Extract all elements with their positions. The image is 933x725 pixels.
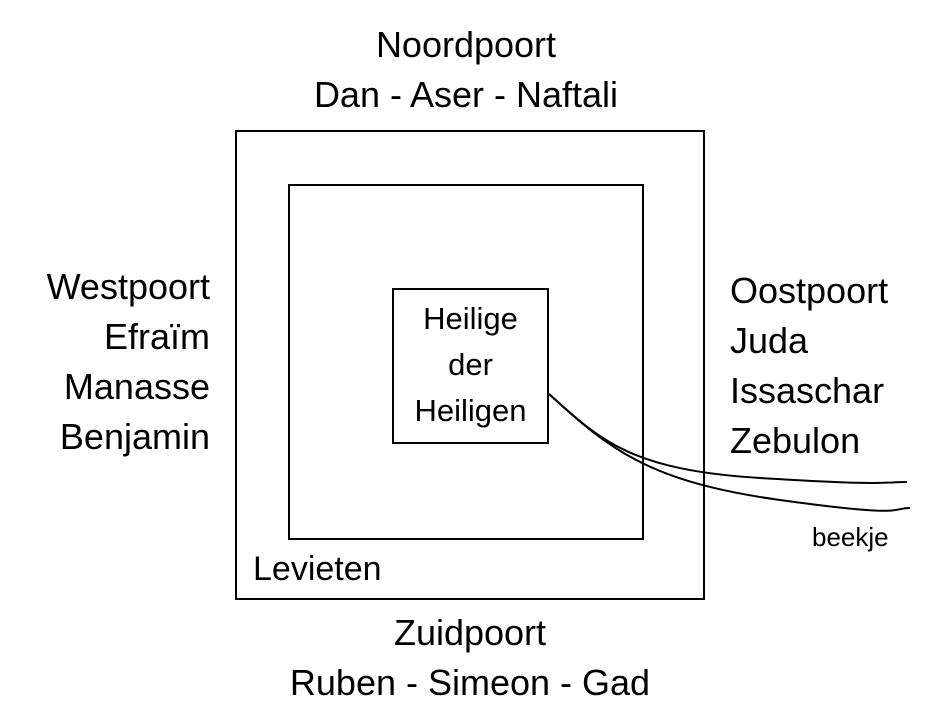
- east-gate-label: Oostpoort Juda Issaschar Zebulon: [730, 266, 933, 466]
- west-tribe-1: Efraïm: [103, 316, 210, 357]
- north-tribes: Dan - Aser - Naftali: [313, 74, 619, 115]
- levites-square: [288, 184, 644, 540]
- north-gate-name: Noordpoort: [375, 24, 557, 65]
- south-gate-name: Zuidpoort: [393, 612, 547, 653]
- east-tribe-3: Zebulon: [730, 420, 861, 461]
- west-gate-name: Westpoort: [46, 266, 210, 307]
- east-gate-name: Oostpoort: [730, 270, 889, 311]
- holy-line-2: der: [448, 347, 493, 382]
- brook-label: beekje: [812, 522, 889, 552]
- west-gate-label: Westpoort Efraïm Manasse Benjamin: [0, 262, 210, 462]
- west-tribe-2: Manasse: [63, 366, 210, 407]
- outer-camp-square: [235, 130, 705, 600]
- levites-label: Levieten: [253, 550, 382, 588]
- north-gate-label: Noordpoort Dan - Aser - Naftali: [233, 20, 699, 120]
- east-tribe-1: Juda: [730, 320, 809, 361]
- holy-of-holies-square: [392, 288, 549, 444]
- south-gate-label: Zuidpoort Ruben - Simeon - Gad: [235, 608, 705, 708]
- holy-line-3: Heiligen: [414, 393, 527, 428]
- holy-of-holies-label: Heilige der Heiligen: [392, 296, 549, 434]
- holy-line-1: Heilige: [423, 301, 518, 336]
- west-tribe-3: Benjamin: [59, 416, 210, 457]
- east-tribe-2: Issaschar: [730, 370, 885, 411]
- south-tribes: Ruben - Simeon - Gad: [289, 662, 651, 703]
